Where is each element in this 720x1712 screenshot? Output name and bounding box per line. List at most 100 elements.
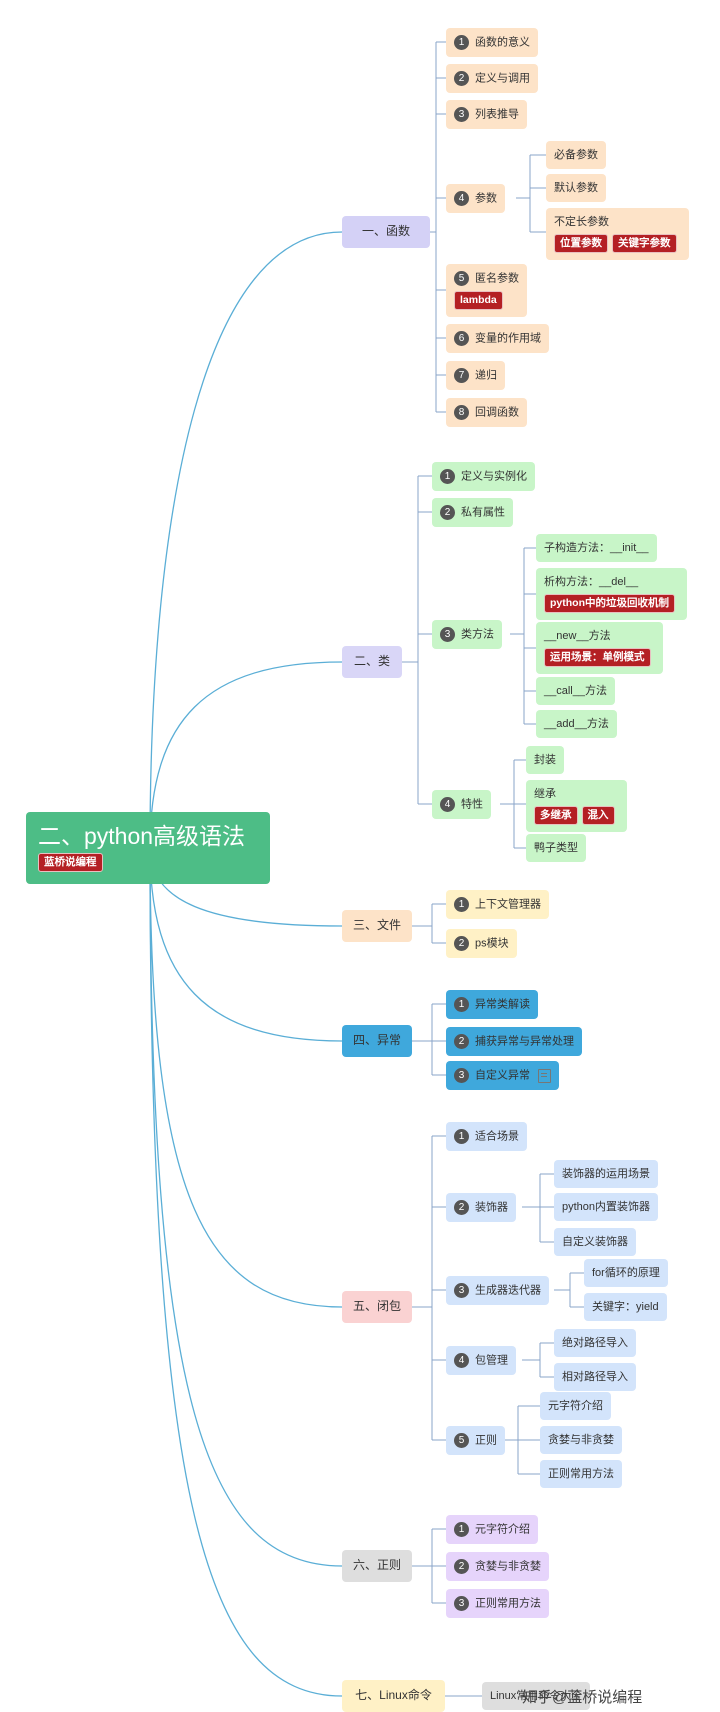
decorator-builtin[interactable]: python内置装饰器 [554,1193,659,1221]
link-exc-trunk [412,1003,446,1076]
regex-item-label: 正则常用方法 [475,1597,541,1610]
closure-item-package[interactable]: 4 包管理 [446,1346,516,1375]
section-class[interactable]: 二、类 [342,646,402,678]
section-regex[interactable]: 六、正则 [342,1550,412,1582]
link-closure-regex [498,1405,540,1475]
num-badge: 4 [454,191,469,206]
num-badge: 2 [454,936,469,951]
package-relative[interactable]: 相对路径导入 [554,1363,636,1391]
section-func[interactable]: 一、函数 [342,216,430,248]
method-new[interactable]: __new__方法 运用场景：单例模式 [536,622,663,674]
mixin-tag: 混入 [581,806,615,825]
num-badge: 3 [454,1283,469,1298]
link-root-linux [149,847,343,1697]
method-call[interactable]: __call__方法 [536,677,615,705]
num-badge: 3 [440,627,455,642]
link-params [516,154,546,233]
feature-inheritance[interactable]: 继承 多继承混入 [526,780,627,832]
class-item-label: 特性 [461,798,483,811]
num-badge: 7 [454,368,469,383]
link-features [500,759,526,849]
regex-item[interactable]: 3 正则常用方法 [446,1589,549,1618]
class-item-methods[interactable]: 3 类方法 [432,620,502,649]
func-item-label: 参数 [475,192,497,205]
num-badge: 1 [454,1129,469,1144]
num-badge: 1 [454,897,469,912]
section-linux[interactable]: 七、Linux命令 [342,1680,445,1712]
link-root-class [149,661,343,849]
package-absolute[interactable]: 绝对路径导入 [554,1329,636,1357]
func-item-label: 匿名参数 [475,272,519,285]
exc-item-label: 捕获异常与异常处理 [475,1035,574,1048]
num-badge: 6 [454,331,469,346]
file-item-label: ps模块 [475,937,509,950]
closure-item-label: 包管理 [475,1354,508,1367]
link-class-items [418,475,432,805]
num-badge: 1 [454,1522,469,1537]
link-methods [510,547,536,725]
func-item-params[interactable]: 4 参数 [446,184,505,213]
closure-regex-methods[interactable]: 正则常用方法 [540,1460,622,1488]
file-item[interactable]: 2 ps模块 [446,929,517,958]
num-badge: 8 [454,405,469,420]
closure-item-label: 生成器迭代器 [475,1284,541,1297]
section-closure[interactable]: 五、闭包 [342,1291,412,1323]
param-varargs[interactable]: 不定长参数 位置参数关键字参数 [546,208,689,260]
gc-tag: python中的垃圾回收机制 [544,594,675,613]
lambda-tag: lambda [454,291,503,310]
link-file-trunk [412,903,446,944]
section-file[interactable]: 三、文件 [342,910,412,942]
closure-regex-meta[interactable]: 元字符介绍 [540,1392,611,1420]
feature-encapsulation[interactable]: 封装 [526,746,564,774]
method-new-label: __new__方法 [544,630,611,642]
file-item-label: 上下文管理器 [475,898,541,911]
decorator-usage[interactable]: 装饰器的运用场景 [554,1160,658,1188]
decorator-custom[interactable]: 自定义装饰器 [554,1228,636,1256]
param-required[interactable]: 必备参数 [546,141,606,169]
generator-yield[interactable]: 关键字：yield [584,1293,667,1321]
note-icon[interactable] [538,1068,551,1083]
root-tag: 蓝桥说编程 [38,853,103,872]
closure-item-generator[interactable]: 3 生成器迭代器 [446,1276,549,1305]
method-init[interactable]: 子构造方法：__init__ [536,534,657,562]
regex-item-label: 贪婪与非贪婪 [475,1560,541,1573]
feature-duck-typing[interactable]: 鸭子类型 [526,834,586,862]
class-item-label: 类方法 [461,628,494,641]
num-badge: 4 [454,1353,469,1368]
num-badge: 2 [440,505,455,520]
num-badge: 3 [454,107,469,122]
num-badge: 2 [454,71,469,86]
section-exc[interactable]: 四、异常 [342,1025,412,1057]
func-item-label: 函数的意义 [475,36,530,49]
linux-item[interactable]: Linux常用命令大全 [482,1682,591,1710]
num-badge: 3 [454,1596,469,1611]
func-item[interactable]: 7 递归 [446,361,505,390]
file-item[interactable]: 1 上下文管理器 [446,890,549,919]
func-item-label: 递归 [475,369,497,382]
generator-for-loop[interactable]: for循环的原理 [584,1259,668,1287]
param-default[interactable]: 默认参数 [546,174,606,202]
root-node[interactable]: 二、python高级语法 蓝桥说编程 [26,812,270,884]
method-del[interactable]: 析构方法：__del__ python中的垃圾回收机制 [536,568,687,620]
closure-regex-greedy[interactable]: 贪婪与非贪婪 [540,1426,622,1454]
link-class-trunk [402,476,419,804]
link-package [522,1342,554,1378]
method-add[interactable]: __add__方法 [536,710,617,738]
